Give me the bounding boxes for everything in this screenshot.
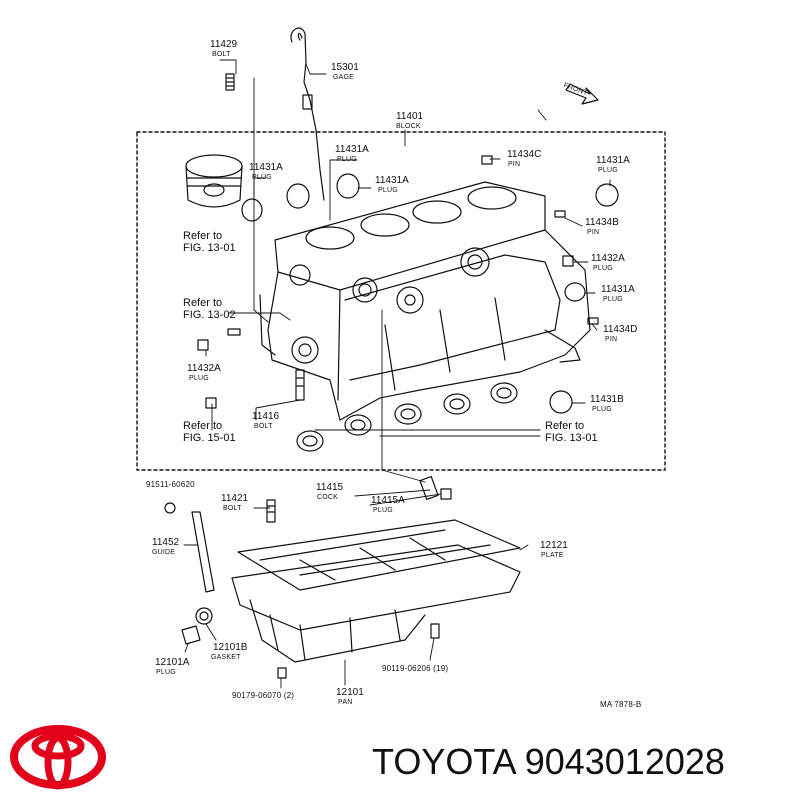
drain-plug-parts (181, 607, 440, 679)
part-number-11431b: 11431B (590, 394, 624, 405)
part-number-12121: 12121 (540, 540, 568, 551)
part-name-12101: PAN (338, 699, 353, 706)
reference-line2: FIG. 15-01 (183, 432, 236, 444)
part-name-11429: BOLT (212, 51, 231, 58)
part-number-11415a: 11415A (371, 495, 405, 506)
part-number-11416: 11416 (252, 411, 280, 422)
brand-part-number: TOYOTA 9043012028 (372, 741, 725, 782)
part-name-12121: PLATE (541, 552, 564, 559)
part-name-15301: GAGE (333, 74, 355, 81)
part-name-11434d: PIN (605, 336, 618, 343)
part-name-11431a-3: PLUG (378, 187, 398, 194)
part-name-11434c: PIN (508, 161, 521, 168)
part-name-11431b: PLUG (592, 406, 612, 413)
part-number-11431a-2: 11431A (335, 144, 369, 155)
part-number-15301: 15301 (331, 62, 359, 73)
dipstick-gage (290, 27, 325, 201)
engine-block-body (259, 181, 591, 421)
diagram-code: MA 7878-B (600, 700, 642, 709)
part-number-11431a-3: 11431A (375, 175, 409, 186)
core-plugs (197, 155, 619, 414)
block-group-boundary (136, 131, 666, 471)
part-number-11431a-4: 11431A (596, 155, 630, 166)
part-number-12101: 12101 (336, 687, 364, 698)
crank-bearings (296, 382, 518, 452)
part-name-11416: BOLT (254, 423, 273, 430)
part-number-11431a-1: 11431A (249, 162, 283, 173)
part-number-90119: 90119-06206 (19) (382, 664, 449, 673)
part-name-11401: BLOCK (396, 123, 421, 130)
bolt-11421 (266, 499, 276, 523)
reference-line2: FIG. 13-01 (183, 242, 236, 254)
part-name-11431a-2: PLUG (337, 156, 357, 163)
reference-line1: Refer to (183, 420, 223, 432)
part-name-11415: COCK (317, 494, 339, 501)
part-name-11415a: PLUG (373, 507, 393, 514)
part-name-11431a-5: PLUG (603, 296, 623, 303)
part-number-91511: 91511-60620 (146, 480, 195, 489)
reference-line2: FIG. 13-02 (183, 309, 236, 321)
part-number-11434d: 11434D (603, 324, 638, 335)
part-name-11434b: PIN (587, 229, 600, 236)
part-number-11434c: 11434C (507, 149, 542, 160)
part-number-11452: 11452 (152, 537, 180, 548)
part-number-90179: 90179-06070 (2) (232, 691, 295, 700)
part-number-11429: 11429 (210, 39, 238, 50)
reference-line1: Refer to (545, 420, 585, 432)
part-name-11452: GUIDE (152, 549, 176, 556)
part-number-11434b: 11434B (585, 217, 619, 228)
part-name-11432a-1: PLUG (593, 265, 613, 272)
reference-line1: Refer to (183, 297, 223, 309)
part-number-11431a-5: 11431A (601, 284, 635, 295)
part-number-12101a: 12101A (155, 657, 190, 668)
dipstick-guide (191, 511, 215, 593)
part-name-12101b: GASKET (211, 654, 241, 661)
bolt-11416 (295, 369, 305, 401)
part-name-11431a-4: PLUG (598, 167, 618, 174)
baffle-plate-12121 (237, 519, 521, 591)
part-number-11421: 11421 (221, 493, 249, 504)
leader-lines (183, 59, 611, 689)
part-name-11431a-1: PLUG (252, 174, 272, 181)
part-number-11415: 11415 (316, 482, 344, 493)
part-number-11432a-1: 11432A (591, 253, 625, 264)
piston-reference (185, 154, 243, 208)
bolt-11429 (225, 73, 235, 91)
reference-line2: FIG. 13-01 (545, 432, 598, 444)
part-number-12101b: 12101B (213, 642, 248, 653)
reference-line1: Refer to (183, 230, 223, 242)
part-number-11401: 11401 (396, 111, 424, 122)
washer-91511 (164, 502, 176, 514)
part-number-11432a-2: 11432A (187, 363, 221, 374)
part-name-11421: BOLT (223, 505, 242, 512)
oil-pan-12101 (231, 544, 521, 663)
drain-cock-11415 (419, 475, 452, 501)
part-name-12101a: PLUG (156, 669, 176, 676)
front-arrow-icon (565, 83, 599, 105)
part-name-11432a-2: PLUG (189, 375, 209, 382)
toyota-emblem-icon (10, 725, 106, 790)
